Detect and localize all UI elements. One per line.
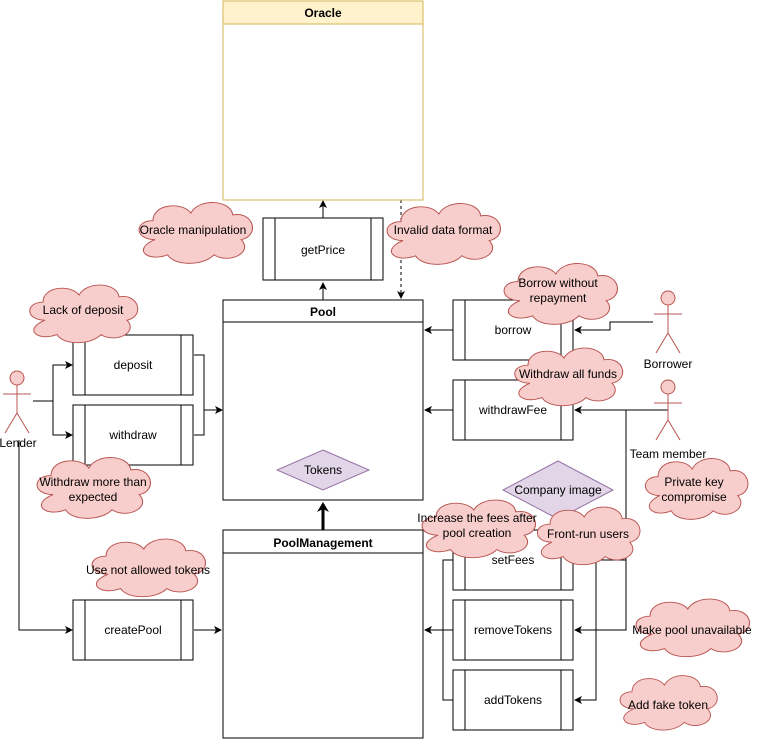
threat-private-key-compromise: Private key compromise bbox=[644, 458, 749, 520]
borrower-label: Borrower bbox=[644, 357, 693, 371]
increase-fees-line2: pool creation bbox=[443, 526, 512, 540]
add-fake-token-label: Add fake token bbox=[628, 698, 708, 712]
threat-use-not-allowed-tokens: Use not allowed tokens bbox=[86, 538, 210, 598]
setfees-label: setFees bbox=[492, 553, 535, 567]
edge-team-removetokens bbox=[574, 560, 627, 634]
front-run-users-label: Front-run users bbox=[547, 527, 629, 541]
asset-company-image: Company image bbox=[501, 460, 615, 520]
process-getprice: getPrice bbox=[262, 217, 384, 281]
asset-tokens: Tokens bbox=[275, 449, 371, 491]
edge-lender-deposit bbox=[33, 361, 73, 402]
borrow-label: borrow bbox=[495, 323, 532, 337]
company-image-label: Company image bbox=[514, 483, 602, 497]
edge-team-addtokens bbox=[574, 560, 597, 704]
process-addtokens: addTokens bbox=[452, 669, 574, 731]
pool-management-container: PoolManagement bbox=[222, 529, 424, 739]
actor-lender: Lender bbox=[0, 370, 37, 450]
actor-team-member: Team member bbox=[630, 379, 707, 461]
borrower-icon bbox=[654, 290, 682, 354]
lender-icon bbox=[3, 370, 31, 434]
withdraw-all-funds-label: Withdraw all funds bbox=[519, 367, 617, 381]
edge-borrower-borrow bbox=[574, 321, 653, 334]
addtokens-label: addTokens bbox=[484, 693, 542, 707]
edge-deposit-pool bbox=[194, 354, 223, 414]
createpool-label: createPool bbox=[104, 623, 161, 637]
withdraw-label: withdraw bbox=[108, 428, 157, 442]
getprice-label: getPrice bbox=[301, 243, 345, 257]
pool-management-title: PoolManagement bbox=[273, 536, 372, 550]
team-member-icon bbox=[654, 379, 682, 441]
lack-of-deposit-label: Lack of deposit bbox=[43, 303, 124, 317]
threat-lack-of-deposit: Lack of deposit bbox=[29, 284, 139, 344]
increase-fees-line1: Increase the fees after bbox=[417, 511, 536, 525]
pool-title: Pool bbox=[310, 305, 336, 319]
lender-label: Lender bbox=[0, 436, 37, 450]
deposit-label: deposit bbox=[114, 358, 153, 372]
process-removetokens: removeTokens bbox=[452, 599, 574, 661]
threat-borrow-without-repayment: Borrow without repayment bbox=[503, 262, 618, 325]
threat-withdraw-more-than-expected: Withdraw more than expected bbox=[36, 456, 151, 519]
edge-withdraw-pool bbox=[194, 410, 205, 436]
oracle-manipulation-label: Oracle manipulation bbox=[140, 223, 247, 237]
oracle-container: Oracle bbox=[222, 0, 424, 201]
team-member-label: Team member bbox=[630, 447, 707, 461]
make-pool-unavailable-label: Make pool unavailable bbox=[632, 623, 752, 637]
threat-front-run-users: Front-run users bbox=[536, 506, 641, 566]
withdrawfee-label: withdrawFee bbox=[478, 403, 547, 417]
threat-withdraw-all-funds: Withdraw all funds bbox=[514, 347, 624, 407]
actor-borrower: Borrower bbox=[644, 290, 693, 371]
threat-increase-fees: Increase the fees after pool creation bbox=[417, 499, 537, 559]
withdraw-more-line1: Withdraw more than bbox=[39, 475, 146, 489]
borrow-without-repayment-line2: repayment bbox=[530, 291, 587, 305]
private-key-line1: Private key bbox=[664, 475, 723, 489]
threat-make-pool-unavailable: Make pool unavailable bbox=[632, 598, 752, 658]
withdraw-more-line2: expected bbox=[69, 490, 118, 504]
threat-add-fake-token: Add fake token bbox=[619, 675, 718, 731]
private-key-line2: compromise bbox=[661, 490, 727, 504]
process-createpool: createPool bbox=[72, 599, 194, 661]
edge-lender-withdraw bbox=[33, 400, 73, 439]
removetokens-label: removeTokens bbox=[474, 623, 552, 637]
invalid-data-format-label: Invalid data format bbox=[394, 223, 493, 237]
process-deposit: deposit bbox=[72, 334, 194, 396]
edge-lender-createpool bbox=[18, 440, 73, 634]
use-not-allowed-tokens-label: Use not allowed tokens bbox=[86, 563, 210, 577]
oracle-title: Oracle bbox=[304, 6, 342, 20]
threat-oracle-manipulation: Oracle manipulation bbox=[138, 201, 253, 264]
threat-invalid-data-format: Invalid data format bbox=[386, 202, 501, 265]
process-withdraw: withdraw bbox=[72, 404, 194, 466]
tokens-label: Tokens bbox=[304, 463, 342, 477]
borrow-without-repayment-line1: Borrow without bbox=[518, 276, 598, 290]
